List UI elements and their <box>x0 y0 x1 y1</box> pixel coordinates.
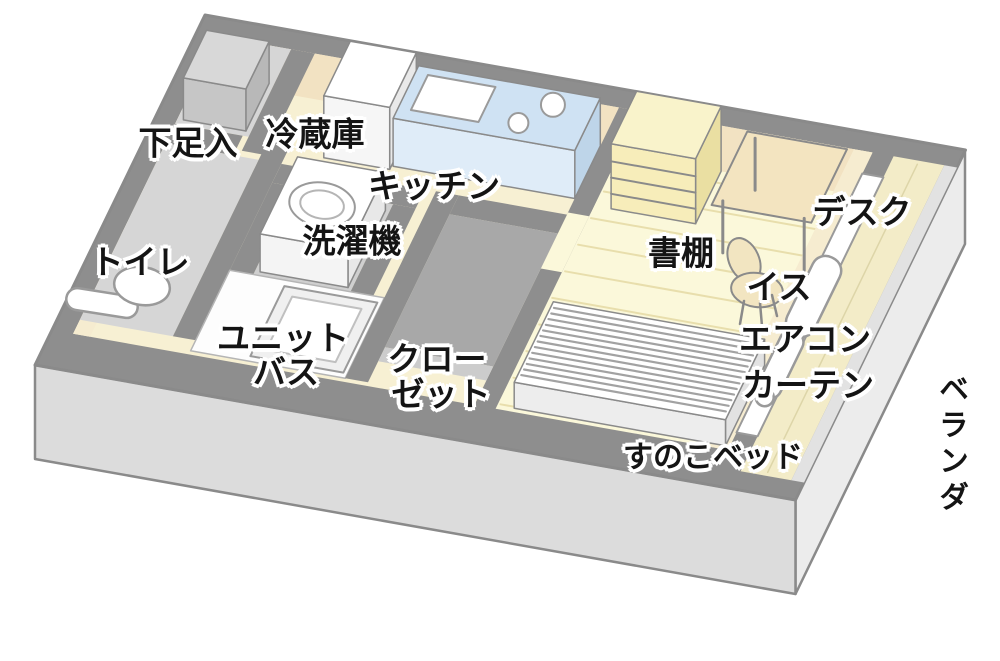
refrigerator-top <box>323 40 418 109</box>
veranda-edge <box>791 165 957 483</box>
bed-slat <box>541 329 749 368</box>
bed-slat <box>552 306 760 346</box>
veranda-line <box>766 163 919 474</box>
bookshelf-top <box>610 90 722 160</box>
bed-slat <box>525 362 733 402</box>
washer-lid-inner <box>299 189 345 220</box>
label-bookshelf: 書棚 <box>648 234 714 272</box>
toilet-bowl <box>112 265 172 307</box>
label-closet-2: ゼット <box>391 375 491 413</box>
shelf-board <box>610 176 697 194</box>
bed-slat <box>528 357 736 396</box>
desk-top <box>710 130 848 224</box>
wall-toilet-east <box>172 140 291 341</box>
stove-burner <box>539 91 566 118</box>
bathtub-inner <box>265 295 363 364</box>
floor-closet <box>385 214 558 367</box>
label-shoe-cabinet: 下足入 <box>138 124 238 162</box>
stove-burner <box>507 112 530 134</box>
bed-slat <box>533 346 741 385</box>
label-unit-bath-2: バス <box>253 353 319 391</box>
label-kitchen: キッチン <box>368 167 500 205</box>
shelf-board <box>610 192 697 210</box>
wall-hall-toilet <box>165 123 243 156</box>
wall-bath-closet <box>345 191 459 383</box>
shelf-board <box>610 160 697 178</box>
floor-plank-line <box>590 217 820 260</box>
label-washing-machine: 洗濯機 <box>302 222 402 260</box>
label-veranda: ベランダ <box>934 373 967 517</box>
label-refrigerator: 冷蔵庫 <box>265 115 365 153</box>
chair-leg <box>758 301 764 328</box>
bed-slat <box>547 318 755 357</box>
wall-laundry-east <box>350 204 416 296</box>
label-desk: デスク <box>812 193 912 231</box>
kitchen-sink <box>409 74 497 123</box>
label-air-conditioner: エアコン <box>739 320 871 358</box>
bed-slat <box>522 368 730 407</box>
refrigerator-handle <box>330 126 351 136</box>
label-toilet: トイレ <box>90 243 190 281</box>
bed-slat <box>544 323 752 363</box>
chair-leg <box>738 299 746 326</box>
floor-plank-line <box>551 296 781 340</box>
bed-slat <box>531 351 738 391</box>
curtain-tie <box>754 386 775 408</box>
wall-entrance <box>241 49 315 155</box>
label-unit-bath-1: ユニット <box>217 319 349 357</box>
wall-closet-north <box>449 195 567 234</box>
closet-door <box>378 347 494 381</box>
bed-slat <box>536 340 744 379</box>
shoe-cabinet-top <box>182 29 270 90</box>
bed-slat <box>539 334 747 374</box>
label-chair: イス <box>746 268 812 306</box>
bed-slat <box>550 312 757 351</box>
label-slatted-bed: すのこベッド <box>623 441 803 474</box>
bed-slat <box>520 374 727 413</box>
doorway-main-room <box>540 209 591 273</box>
label-closet-1: クロー <box>387 340 487 378</box>
label-curtain: カーテン <box>742 366 874 404</box>
chair-seat <box>730 271 784 309</box>
chair-leg <box>770 293 779 318</box>
